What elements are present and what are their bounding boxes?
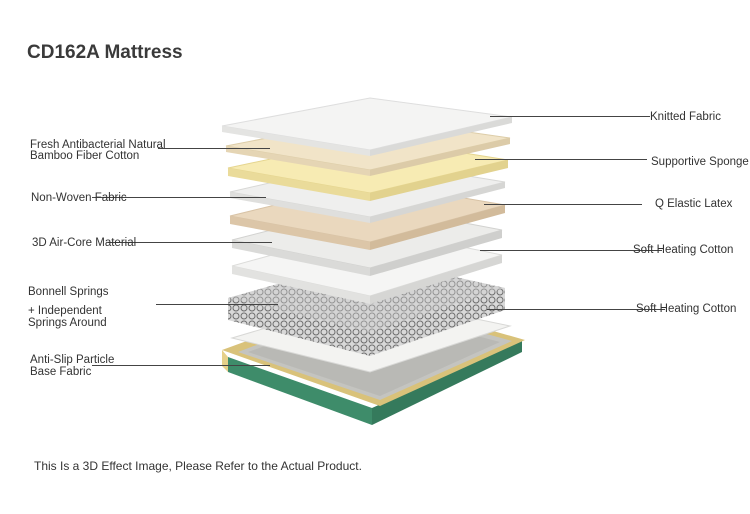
callout-line	[108, 242, 272, 243]
callout-line	[480, 250, 662, 251]
callout-line	[487, 309, 665, 310]
label-q-elastic-latex: Q Elastic Latex	[655, 198, 733, 210]
label-springs-line3: Springs Around	[28, 317, 107, 329]
label-base-line2: Base Fabric	[30, 366, 92, 378]
label-bamboo-line1: Fresh Antibacterial Natural	[30, 139, 166, 151]
layer-knitted-fabric	[221, 97, 513, 156]
label-knitted-fabric: Knitted Fabric	[650, 111, 721, 123]
callout-line	[475, 159, 647, 160]
callout-line	[156, 304, 278, 305]
label-air-core: 3D Air-Core Material	[32, 237, 137, 249]
disclaimer-note: This Is a 3D Effect Image, Please Refer …	[34, 459, 362, 473]
label-bamboo-line2: Bamboo Fiber Cotton	[30, 150, 140, 162]
callout-line	[484, 204, 642, 205]
callout-line	[490, 116, 650, 117]
label-soft-heating-cotton-lower: Soft Heating Cotton	[636, 303, 737, 315]
label-non-woven: Non-Woven Fabric	[31, 192, 127, 204]
label-supportive-sponge: Supportive Sponge	[651, 156, 749, 168]
label-base-line1: Anti-Slip Particle	[30, 354, 115, 366]
label-springs-line2: + Independent	[28, 305, 102, 317]
callout-line	[92, 197, 266, 198]
page-title: CD162A Mattress	[27, 42, 183, 63]
label-springs-line1: Bonnell Springs	[28, 286, 109, 298]
label-soft-heating-cotton-upper: Soft Heating Cotton	[633, 244, 734, 256]
callout-line	[92, 365, 270, 366]
callout-line	[158, 148, 270, 149]
